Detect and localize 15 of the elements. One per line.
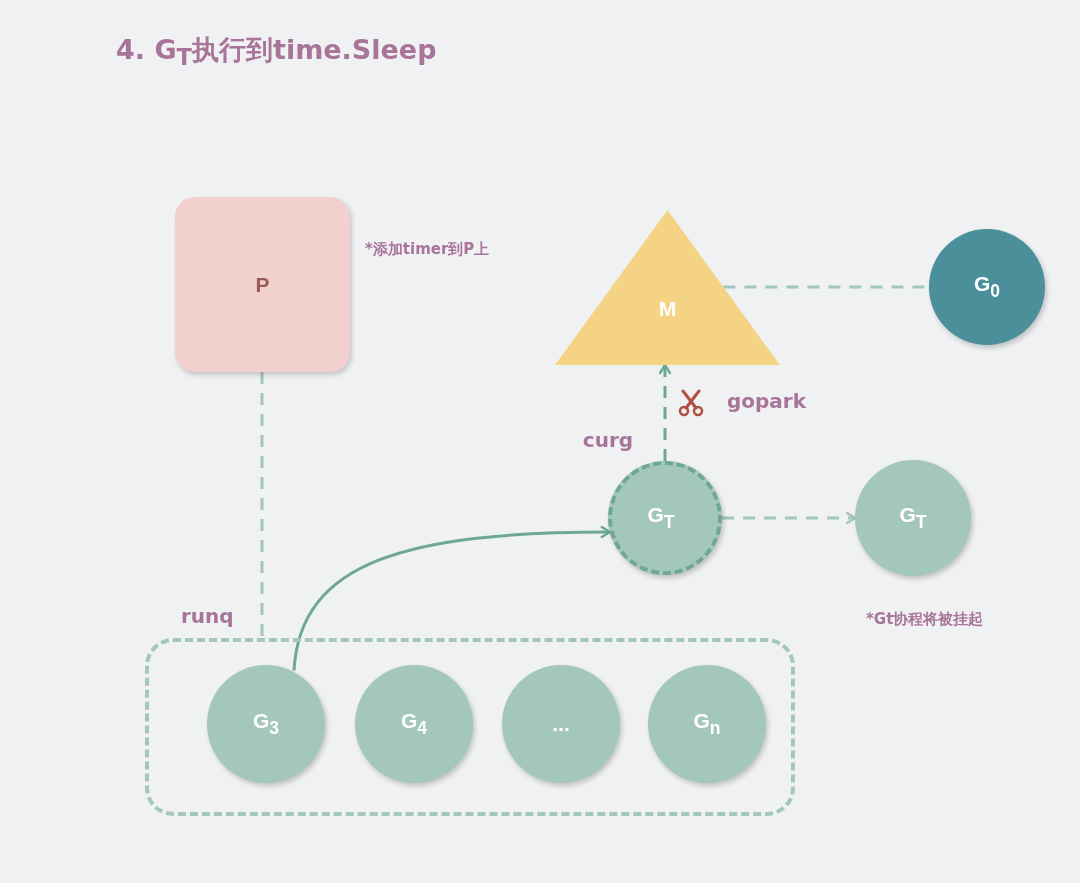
node-label: G$_{T}$ (647, 503, 675, 533)
box-heading: runq (181, 604, 234, 628)
note: *Gt协程将被挂起 (866, 610, 984, 629)
node-label: G$_{n}$ (693, 709, 721, 739)
annotation: gopark (727, 389, 807, 413)
node-label: G$_{4}$ (400, 709, 428, 739)
node-label: G$_{3}$ (252, 709, 280, 739)
square-node (175, 197, 350, 372)
node-label: ... (552, 712, 570, 736)
node-label: G$_{T}$ (899, 503, 927, 533)
note: *添加timer到P上 (365, 240, 490, 259)
title: 4. G$_{T}$执行到time.Sleep (116, 33, 437, 71)
node-label: M (658, 297, 677, 322)
node-label: G$_{0}$ (973, 272, 1001, 302)
node-label: P (255, 272, 270, 297)
